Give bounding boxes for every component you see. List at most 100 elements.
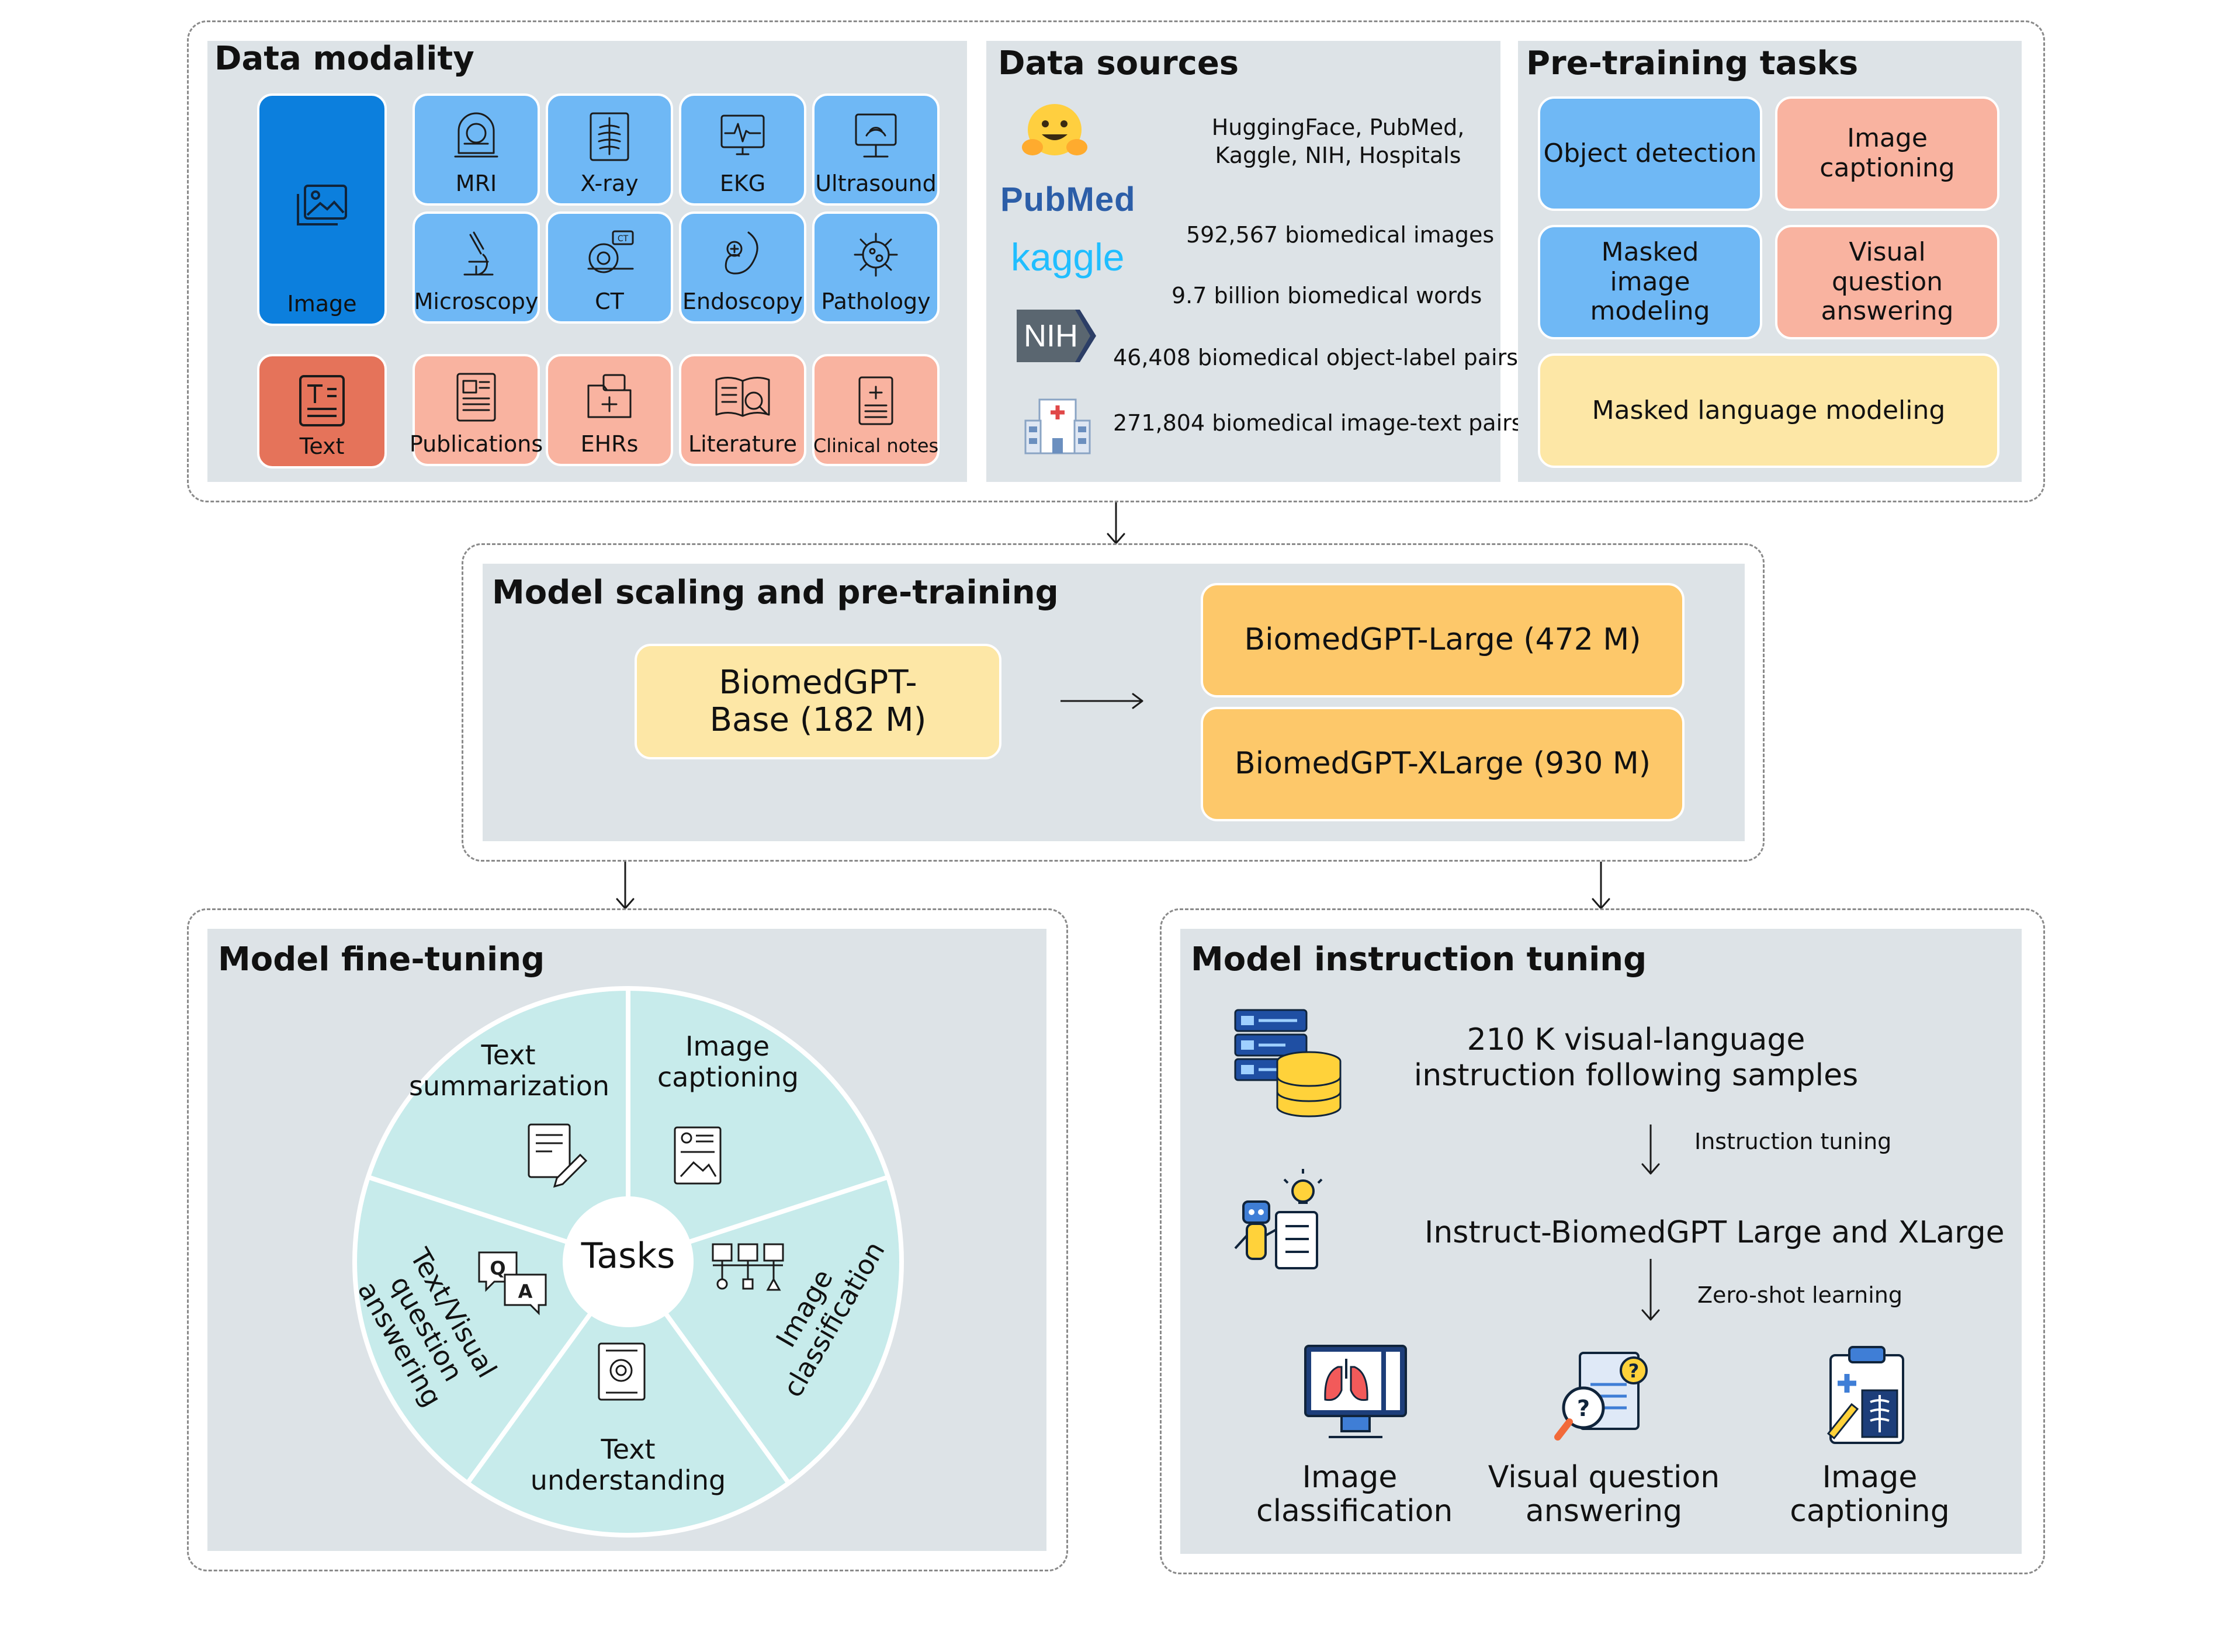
document-edit-icon xyxy=(528,1123,588,1188)
ultrasound-icon xyxy=(855,113,897,158)
database-server-icon xyxy=(1234,1009,1342,1117)
tile-pathology: Pathology xyxy=(812,211,940,324)
instruction-tuning-section xyxy=(1160,908,2045,1574)
output-image-captioning: Image captioning xyxy=(1790,1460,1950,1529)
svg-text:?: ? xyxy=(1628,1360,1640,1382)
book-icon xyxy=(715,377,770,417)
image-modality-label: Image xyxy=(287,291,357,317)
magnifier-document-icon xyxy=(598,1342,646,1401)
clipboard-xray-icon xyxy=(1827,1346,1904,1444)
top-section xyxy=(187,20,2045,502)
tile-label: X-ray xyxy=(580,171,639,196)
source-images-count: 592,567 biomedical images xyxy=(1186,222,1495,248)
huggingface-logo xyxy=(1022,104,1087,155)
data-modality-title: Data modality xyxy=(214,40,474,78)
source-object-label-count: 46,408 biomedical object-label pairs xyxy=(1113,345,1519,370)
text-modality-box: Text xyxy=(257,354,387,468)
tile-label: Microscopy xyxy=(414,289,539,314)
pretraining-tasks-title: Pre-training tasks xyxy=(1526,44,1859,82)
instruction-tuning-panel xyxy=(1180,929,2022,1554)
image-icon xyxy=(297,185,347,225)
tile-ct: CT CT xyxy=(546,211,673,324)
tile-label: Ultrasound xyxy=(815,171,937,196)
virus-icon xyxy=(854,232,898,277)
pubmed-logo: PubMed xyxy=(1000,181,1136,218)
zero-shot-step-label: Zero-shot learning xyxy=(1697,1282,1902,1308)
tile-label: EKG xyxy=(719,171,766,196)
endoscopy-icon xyxy=(725,231,758,275)
tile-ekg: EKG xyxy=(679,93,806,206)
source-image-text-count: 271,804 biomedical image-text pairs xyxy=(1113,410,1523,436)
svg-text:?: ? xyxy=(1577,1396,1590,1421)
tile-microscopy: Microscopy xyxy=(413,211,540,324)
newspaper-icon xyxy=(456,373,496,422)
qa-chat-icon: Q A xyxy=(478,1251,547,1316)
instruct-model-text: Instruct-BiomedGPT Large and XLarge xyxy=(1425,1215,2005,1250)
tile-label: Clinical notes xyxy=(813,435,939,457)
arrow-down-icon xyxy=(1592,862,1610,910)
output-image-classification: Image classification xyxy=(1256,1460,1453,1529)
model-xlarge: BiomedGPT-XLarge (930 M) xyxy=(1201,707,1685,821)
clinical-note-icon xyxy=(858,376,893,425)
svg-text:CT: CT xyxy=(618,234,629,244)
svg-text:Q: Q xyxy=(490,1257,505,1279)
arrow-right-icon xyxy=(1060,693,1143,709)
monitor-lungs-icon xyxy=(1304,1345,1407,1438)
fine-tuning-section xyxy=(187,908,1068,1571)
data-sources-title: Data sources xyxy=(998,44,1239,82)
tile-label: MRI xyxy=(455,171,497,196)
tile-ultrasound: Ultrasound xyxy=(812,93,940,206)
nih-logo: NIH xyxy=(1017,310,1098,362)
fine-tuning-title: Model fine-tuning xyxy=(218,940,545,978)
segment-text-understanding: Text understanding xyxy=(530,1434,726,1496)
instruction-tuning-title: Model instruction tuning xyxy=(1191,940,1647,978)
arrow-down-icon xyxy=(1107,502,1125,544)
tile-label: CT xyxy=(595,289,624,314)
kaggle-logo: kaggle xyxy=(1011,235,1125,279)
source-list-orgs: HuggingFace, PubMed, Kaggle, NIH, Hospit… xyxy=(1211,114,1465,168)
svg-text:A: A xyxy=(518,1280,533,1303)
nih-logo-text: NIH xyxy=(1024,318,1078,353)
task-masked-image-modeling: Masked image modeling xyxy=(1538,225,1762,339)
ct-scanner-icon: CT xyxy=(587,230,634,273)
tile-literature: Literature xyxy=(679,354,806,466)
task-object-detection: Object detection xyxy=(1538,96,1762,211)
tile-label: EHRs xyxy=(580,431,639,457)
robot-idea-icon xyxy=(1234,1169,1323,1269)
tile-label: Literature xyxy=(688,431,798,457)
arrow-down-icon xyxy=(616,862,635,910)
instruction-samples-text: 210 K visual-language instruction follow… xyxy=(1413,1022,1859,1093)
segment-text-summarization: Text summarization xyxy=(409,1039,610,1102)
tile-ehrs: EHRs xyxy=(546,354,673,466)
arrow-down-icon xyxy=(1641,1125,1660,1175)
text-icon xyxy=(299,375,345,426)
tile-label: Publications xyxy=(409,431,543,457)
microscope-icon xyxy=(463,231,494,276)
tasks-wheel: Q A xyxy=(352,986,904,1538)
output-visual-question-answering: Visual question answering xyxy=(1488,1460,1720,1529)
health-record-icon xyxy=(587,374,632,418)
hospital-icon xyxy=(1024,398,1091,454)
model-scaling-section xyxy=(462,543,1765,862)
tile-clinical-notes: Clinical notes xyxy=(812,354,940,466)
tile-label: Endoscopy xyxy=(682,289,803,314)
task-visual-question-answering: Visual question answering xyxy=(1775,225,1999,339)
task-masked-language-modeling: Masked language modeling xyxy=(1538,353,1999,468)
tile-endoscopy: Endoscopy xyxy=(679,211,806,324)
task-image-captioning: Image captioning xyxy=(1775,96,1999,211)
model-large: BiomedGPT-Large (472 M) xyxy=(1201,583,1685,697)
model-base: BiomedGPT-Base (182 M) xyxy=(635,644,1001,759)
model-scaling-title: Model scaling and pre-training xyxy=(492,574,1059,612)
instruction-tuning-step-label: Instruction tuning xyxy=(1694,1129,1892,1154)
xray-icon xyxy=(590,112,629,161)
image-document-icon xyxy=(674,1126,722,1185)
tile-xray: X-ray xyxy=(546,93,673,206)
tile-label: Pathology xyxy=(821,289,931,314)
mri-scanner-icon xyxy=(454,112,498,158)
qa-document-icon: ? ? xyxy=(1554,1352,1648,1441)
source-words-count: 9.7 billion biomedical words xyxy=(1172,283,1482,308)
segment-image-captioning: Image captioning xyxy=(657,1030,799,1093)
arrow-down-icon xyxy=(1641,1259,1660,1321)
tile-mri: MRI xyxy=(413,93,540,206)
image-modality-box: Image xyxy=(257,93,387,326)
